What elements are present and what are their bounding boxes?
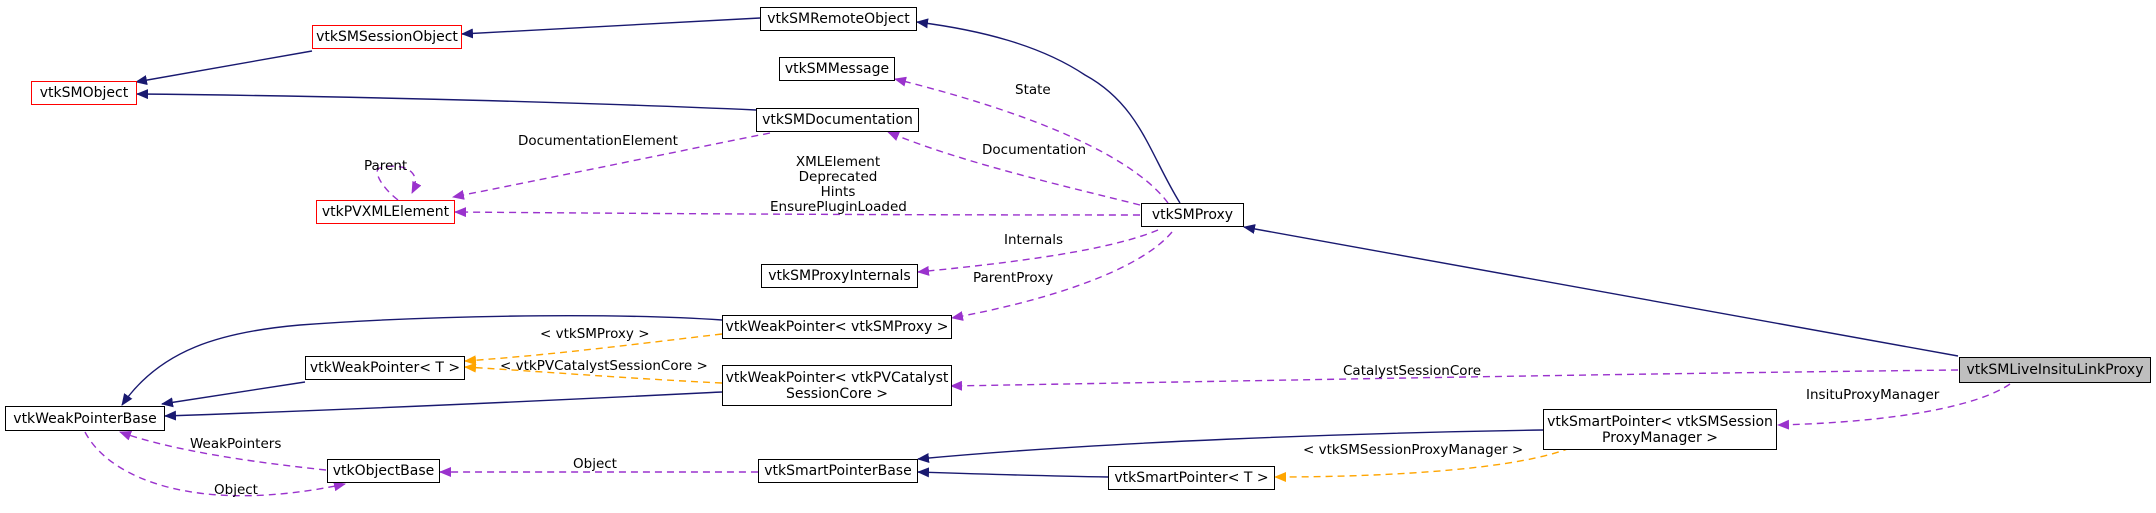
label-catalyst-session-core: CatalystSessionCore [1343,363,1482,379]
edge-sessionobject-to-smobject [135,50,313,86]
label-template-catalyst: < vtkPVCatalystSessionCore > [500,358,708,374]
label-template-session-proxy-manager: < vtkSMSessionProxyManager > [1303,442,1524,458]
edge-weakcatalyst-to-weakbase [164,391,723,421]
edge-smartt-to-smartbase [917,467,1109,478]
edge-proxy-to-remoteobject [916,18,1181,204]
edge-insitu-proxy-manager [1777,383,2011,430]
label-weakpointers: WeakPointers [190,436,282,452]
label-parentproxy: ParentProxy [973,270,1054,286]
edge-template-vtksmproxy [464,333,723,366]
edge-parent-self [376,165,422,201]
edge-weakproxy-to-weakbase [121,314,723,406]
node-vtkweakpointer-t[interactable]: vtkWeakPointer< T > [305,356,465,380]
label-documentation-element: DocumentationElement [518,133,678,149]
label-parent: Parent [364,158,408,174]
node-vtkobjectbase[interactable]: vtkObjectBase [327,459,440,483]
edge-liveinsitu-to-proxy [1243,224,1959,357]
node-vtkweakpointer-catalyst[interactable]: vtkWeakPointer< vtkPVCatalyst SessionCor… [722,365,952,406]
node-vtkweakpointerbase[interactable]: vtkWeakPointerBase [5,406,165,431]
node-vtkpvxmlelement[interactable]: vtkPVXMLElement [316,200,455,224]
label-template-vtksmproxy: < vtkSMProxy > [540,326,650,342]
edge-template-session-proxy-manager [1274,447,1571,482]
edge-documentation-to-smobject [136,89,757,111]
edge-documentation [887,131,1141,206]
node-vtksmproxyinternals[interactable]: vtkSMProxyInternals [761,264,918,288]
edge-remote-to-sessionobject [461,17,761,39]
node-vtksmproxy[interactable]: vtkSMProxy [1141,203,1244,227]
label-internals: Internals [1004,232,1064,248]
label-documentation: Documentation [982,142,1087,158]
edge-xml-element [454,207,1141,218]
edge-weakpointers [119,431,327,471]
label-object-1: Object [573,456,617,472]
node-vtksmartpointerbase[interactable]: vtkSmartPointerBase [758,459,918,483]
node-vtksmremoteobject[interactable]: vtkSMRemoteObject [760,7,917,31]
node-vtkweakpointer-vtksmproxy[interactable]: vtkWeakPointer< vtkSMProxy > [722,315,952,339]
edge-state [894,76,1169,204]
node-vtksmmessage[interactable]: vtkSMMessage [779,57,895,81]
node-vtksmartpointer-session[interactable]: vtkSmartPointer< vtkSMSession ProxyManag… [1543,409,1777,450]
node-vtksmdocumentation[interactable]: vtkSMDocumentation [756,108,919,132]
edge-internals [917,229,1159,276]
node-vtksmsessionobject[interactable]: vtkSMSessionObject [312,25,462,49]
label-state: State [1015,82,1051,98]
label-xml-element: XMLElement Deprecated Hints EnsurePlugin… [770,154,907,215]
node-vtksmliveinsitulinkproxy[interactable]: vtkSMLiveInsituLinkProxy [1959,357,2151,383]
label-insitu-proxy-manager: InsituProxyManager [1806,387,1940,403]
node-vtksmobject[interactable]: vtkSMObject [31,81,137,105]
edge-catalyst-session-core [950,369,1959,391]
node-vtksmartpointer-t[interactable]: vtkSmartPointer< T > [1108,466,1275,490]
label-object-2: Object [214,482,258,498]
edge-template-catalyst [464,362,723,384]
edge-smartsession-to-smartbase [917,429,1544,463]
edge-weakt-to-weakbase [161,381,306,408]
edge-parentproxy [951,231,1173,321]
edge-documentation-element [452,132,771,200]
